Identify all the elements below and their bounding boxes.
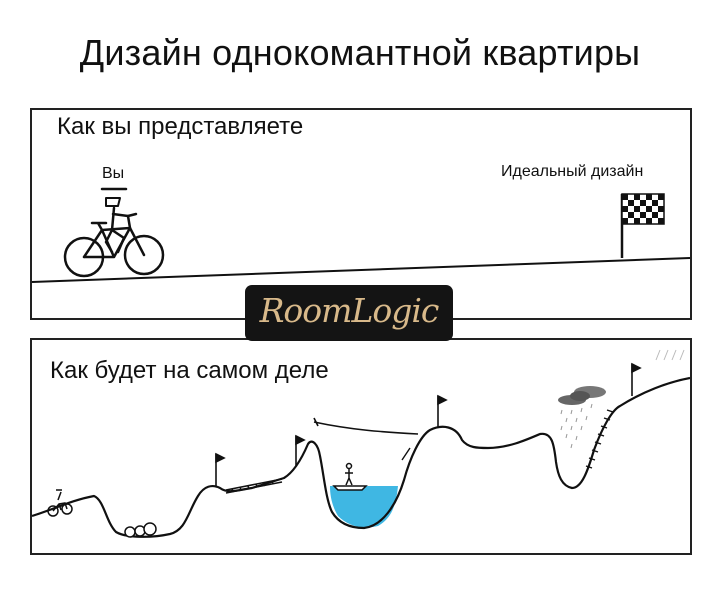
expectation-caption: Как вы представляете (57, 113, 304, 140)
you-label: Вы (102, 165, 125, 182)
checkpoint-flag-icon (215, 452, 226, 486)
lake-water (330, 486, 398, 528)
finish-flag-icon (620, 193, 665, 258)
checkpoint-flag-icon (437, 394, 448, 428)
bridge-icon (225, 478, 283, 494)
sun-rays-icon (655, 349, 685, 361)
checkpoint-flag-icon (295, 434, 306, 466)
expectation-drawing (32, 187, 690, 283)
boat-icon (332, 462, 368, 491)
reality-caption: Как будет на самом деле (50, 357, 329, 384)
reality-drawing (32, 349, 690, 538)
small-cyclist-icon (47, 489, 73, 517)
cyclist-icon (63, 187, 165, 278)
rocks-icon (124, 522, 157, 538)
checkpoint-flag-icon (631, 362, 642, 396)
zipline (313, 421, 419, 435)
ground-line (32, 257, 690, 283)
expectation-panel: Как вы представляете Вы Идеальный дизайн (30, 108, 692, 320)
terrain-line (32, 376, 690, 538)
reality-panel: Как будет на самом деле (30, 338, 692, 555)
roomlogic-logo: RoomLogic (245, 285, 453, 341)
ideal-design-label: Идеальный дизайн (501, 163, 644, 180)
ladder-icon (585, 409, 614, 469)
storm-cloud-icon (558, 386, 606, 449)
logo-text: RoomLogic (259, 291, 440, 330)
page-title: Дизайн однокомантной квартиры (79, 32, 641, 73)
